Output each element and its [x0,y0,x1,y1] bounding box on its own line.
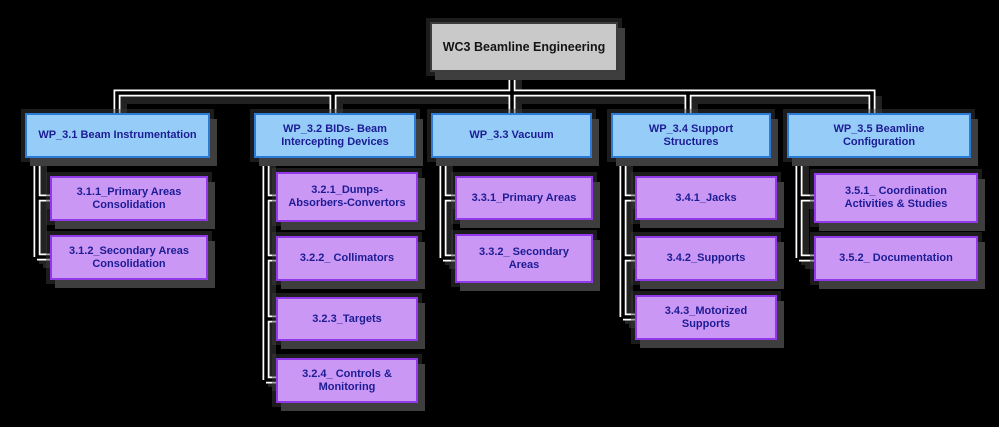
sub-box-3-2-2: 3.2.2_ Collimators [276,236,418,281]
sub-box-3-2-1: 3.2.1_Dumps-Absorbers-Convertors [276,172,418,222]
sub-box-3-1-2: 3.1.2_Secondary Areas Consolidation [50,235,208,280]
sub-box-3-3-1: 3.3.1_Primary Areas [455,176,593,220]
sub-box-3-3-2: 3.3.2_ Secondary Areas [455,234,593,283]
sub-box-3-2-4: 3.2.4_ Controls & Monitoring [276,358,418,403]
sub-box-3-4-1: 3.4.1_Jacks [635,176,777,220]
wp-box-3-1: WP_3.1 Beam Instrumentation [25,113,210,158]
sub-box-3-4-2: 3.4.2_Supports [635,236,777,281]
root-box: WC3 Beamline Engineering [430,22,618,72]
sub-box-3-2-3: 3.2.3_Targets [276,297,418,341]
sub-box-3-4-3: 3.4.3_Motorized Supports [635,295,777,340]
sub-box-3-1-1: 3.1.1_Primary Areas Consolidation [50,176,208,221]
sub-box-3-5-1: 3.5.1_ Coordination Activities & Studies [814,173,978,223]
wp-box-3-3: WP_3.3 Vacuum [431,113,592,158]
wp-box-3-5: WP_3.5 Beamline Configuration [787,113,971,158]
wp-box-3-2: WP_3.2 BIDs- Beam Intercepting Devices [254,113,416,158]
sub-box-3-5-2: 3.5.2_ Documentation [814,236,978,281]
wp-box-3-4: WP_3.4 Support Structures [611,113,771,158]
